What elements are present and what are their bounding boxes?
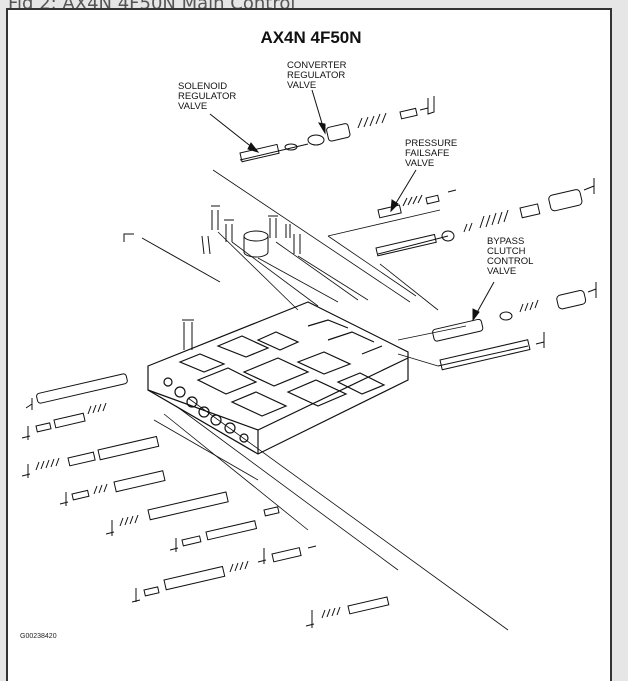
converter-arrow-icon xyxy=(318,122,326,135)
pressure-failsafe-valve-label: PRESSURE FAILSAFE VALVE xyxy=(405,138,458,169)
figure-code: G00238420 xyxy=(20,633,57,640)
upper-valve-train xyxy=(239,96,435,163)
guide-lines xyxy=(153,169,509,631)
bypass-leader-line xyxy=(474,281,495,317)
diagram-title: AX4N 4F50N xyxy=(260,28,362,47)
bypass-valve-train xyxy=(432,282,597,371)
pressure-arrow-icon xyxy=(390,199,399,213)
lower-left-valve-trains xyxy=(21,373,390,628)
converter-regulator-valve-label: CONVERTER REGULATOR VALVE xyxy=(287,60,347,91)
middle-valve-train xyxy=(375,178,595,257)
bypass-clutch-control-valve-label: BYPASS CLUTCH CONTROL VALVE xyxy=(487,236,534,277)
exploded-valve-body-drawing xyxy=(21,89,597,631)
failsafe-valve-train xyxy=(377,189,457,219)
pressure-leader-line xyxy=(392,169,417,209)
small-parts-group xyxy=(182,205,301,350)
bypass-arrow-icon xyxy=(472,308,480,322)
main-valve-body xyxy=(147,301,409,455)
reference-bracket xyxy=(123,233,134,242)
solenoid-regulator-valve-label: SOLENOID REGULATOR VALVE xyxy=(178,81,237,112)
diagram-panel: AX4N 4F50N SOLENOID REGULATOR VALVE CONV… xyxy=(6,8,612,681)
